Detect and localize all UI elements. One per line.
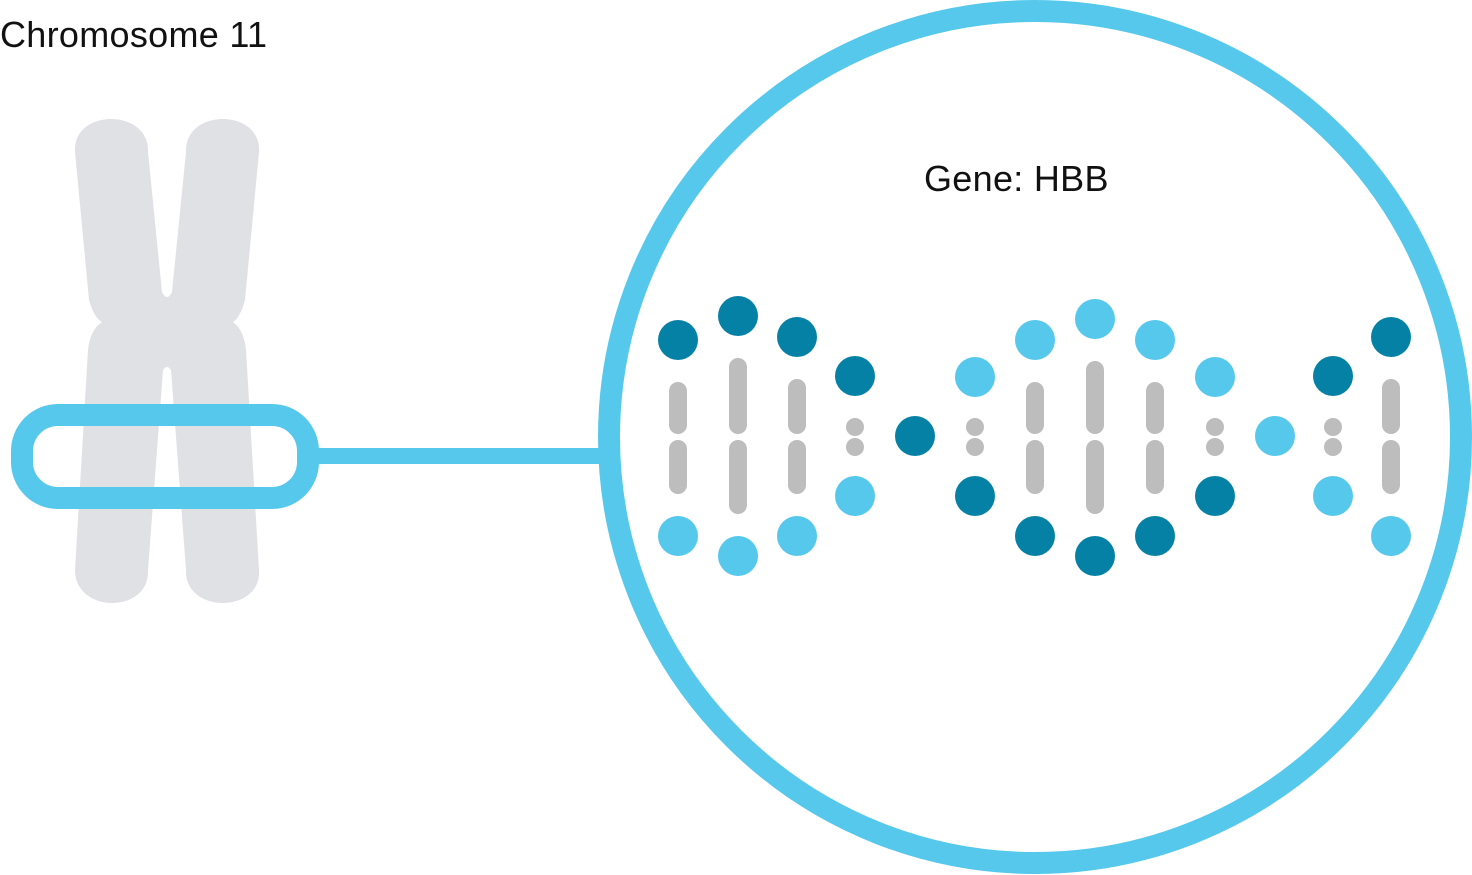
base-dot — [1195, 476, 1235, 516]
base-dot — [1313, 356, 1353, 396]
bond-bar — [729, 440, 747, 514]
base-dot — [895, 416, 935, 456]
base-dot — [835, 476, 875, 516]
bond-dot — [1206, 438, 1224, 456]
base-dot — [955, 476, 995, 516]
highlight-band — [11, 404, 319, 509]
base-dot — [1371, 317, 1411, 357]
base-dot — [1015, 320, 1055, 360]
bond-bar — [1086, 361, 1104, 434]
bond-bar — [1026, 440, 1044, 494]
bond-dot — [966, 438, 984, 456]
base-dot — [1371, 516, 1411, 556]
chromosome-label: Chromosome 11 — [0, 14, 268, 55]
bond-bar — [1146, 382, 1164, 434]
bond-bar — [788, 379, 806, 434]
base-dot — [658, 320, 698, 360]
base-dot — [658, 516, 698, 556]
base-dot — [1075, 299, 1115, 339]
base-dot — [955, 357, 995, 397]
bond-bar — [1382, 379, 1400, 434]
bond-bar — [788, 440, 806, 494]
bond-bar — [1026, 382, 1044, 434]
bond-bar — [1146, 440, 1164, 494]
base-dot — [1313, 476, 1353, 516]
bond-dot — [1324, 438, 1342, 456]
bond-bar — [669, 382, 687, 434]
chromosome-icon — [74, 119, 260, 603]
base-dot — [1015, 516, 1055, 556]
base-dot — [1075, 536, 1115, 576]
base-dot — [777, 317, 817, 357]
gene-label: Gene: HBB — [924, 158, 1109, 199]
bond-dot — [966, 418, 984, 436]
bond-dot — [1206, 418, 1224, 436]
base-dot — [1135, 516, 1175, 556]
bond-dot — [846, 438, 864, 456]
chromosome-upper-arms — [74, 119, 260, 322]
base-dot — [718, 296, 758, 336]
bond-bar — [669, 440, 687, 494]
bond-dot — [846, 418, 864, 436]
bond-bar — [1382, 440, 1400, 494]
dna-helix-icon — [658, 296, 1411, 576]
bond-bar — [729, 358, 747, 434]
bond-bar — [1086, 440, 1104, 514]
magnifier-circle — [598, 0, 1472, 874]
base-dot — [835, 356, 875, 396]
bond-dot — [1324, 418, 1342, 436]
base-dot — [1195, 357, 1235, 397]
chromosome-lower-arms — [75, 322, 260, 603]
base-dot — [1255, 416, 1295, 456]
base-dot — [1135, 320, 1175, 360]
base-dot — [718, 536, 758, 576]
base-dot — [777, 516, 817, 556]
